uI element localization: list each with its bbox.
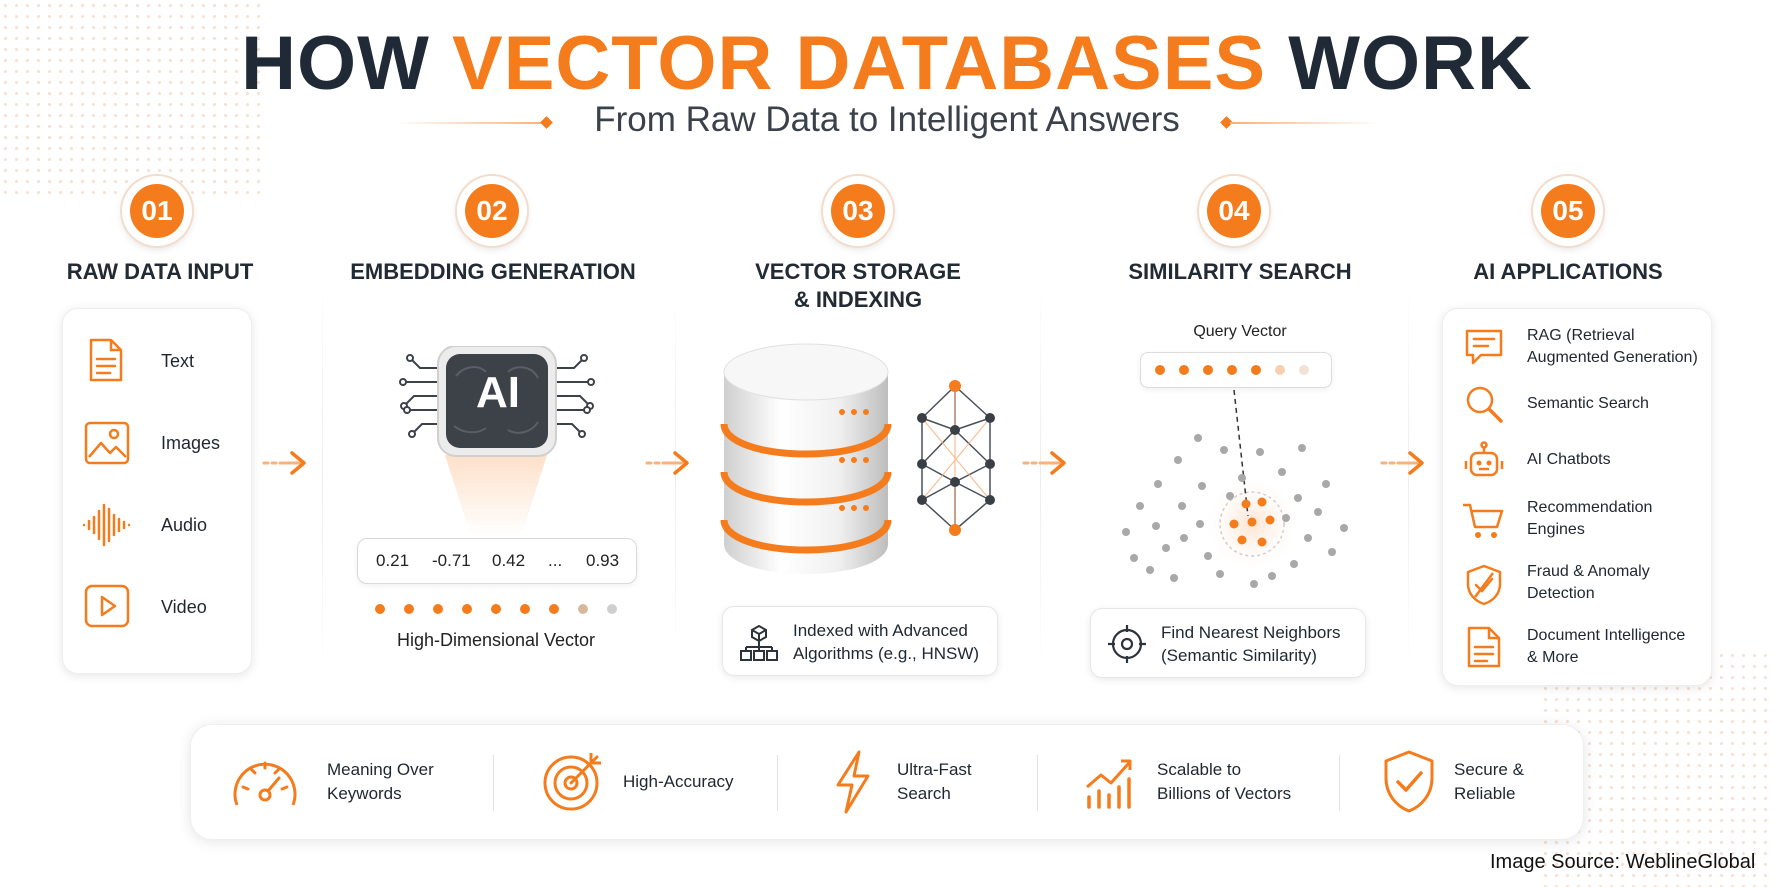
- vector-values-box: 0.21 -0.71 0.42 ... 0.93: [357, 538, 637, 584]
- step-title-raw-data: RAW DATA INPUT: [66, 259, 254, 284]
- ai-chip-label: AI: [476, 368, 520, 417]
- app-label-document: Document Intelligence: [1527, 627, 1686, 644]
- feature-separator: [493, 755, 494, 811]
- text-document-icon: [89, 338, 123, 382]
- growth-chart-icon: [1086, 759, 1132, 809]
- dot-pattern-top-left: [0, 0, 260, 200]
- database-cylinder-icon: [720, 343, 892, 574]
- target-crosshair-icon: [1108, 625, 1146, 663]
- document-icon: [1467, 626, 1501, 668]
- audio-waveform-icon: [82, 503, 131, 547]
- step-badge-04: 04: [1199, 176, 1269, 246]
- neighbors-note-line1: Find Nearest Neighbors: [1161, 623, 1341, 642]
- step-badge-01: 01: [122, 176, 192, 246]
- input-label-audio: Audio: [161, 515, 208, 535]
- subtitle-line-left: [396, 122, 546, 124]
- vector-value: 0.21: [376, 551, 410, 570]
- app-label-rag: RAG (Retrieval: [1527, 327, 1635, 344]
- page-subtitle: From Raw Data to Intelligent Answers: [594, 100, 1180, 139]
- step-badge-05: 05: [1533, 176, 1603, 246]
- app-label-recommendation: Recommendation: [1527, 499, 1653, 516]
- input-label-text: Text: [161, 351, 195, 371]
- nearest-neighbors-note: Find Nearest Neighbors (Semantic Similari…: [1090, 608, 1366, 678]
- hnsw-graph-icon: [917, 380, 995, 536]
- column-divider: [675, 280, 676, 670]
- vector-value: -0.71: [432, 551, 471, 570]
- step-badge-02: 02: [457, 176, 527, 246]
- shield-check-icon: [1384, 750, 1434, 813]
- feature-scalable-line1: Scalable to: [1157, 760, 1242, 779]
- app-label-chatbots: AI Chatbots: [1527, 451, 1611, 468]
- feature-meaning-line2: Keywords: [327, 784, 402, 803]
- column-divider: [322, 280, 323, 670]
- step-title-applications: AI APPLICATIONS: [1473, 259, 1663, 284]
- vector-space-scatter: [1122, 389, 1348, 588]
- image-icon: [84, 421, 130, 465]
- chat-message-icon: [1465, 329, 1503, 365]
- column-divider: [1040, 280, 1041, 670]
- video-play-icon: [84, 584, 130, 628]
- flow-arrow-icon: [1022, 451, 1066, 475]
- feature-separator: [1339, 755, 1340, 811]
- chatbot-robot-icon: [1464, 441, 1504, 477]
- embedding-beam: [445, 455, 547, 535]
- input-label-images: Images: [161, 433, 221, 453]
- page-title: HOW VECTOR DATABASES WORK: [241, 21, 1533, 106]
- indexing-note-line2: Algorithms (e.g., HNSW): [793, 644, 980, 663]
- feature-secure-line2: Reliable: [1454, 784, 1516, 803]
- app-label-rag-2: Augmented Generation): [1527, 349, 1698, 366]
- feature-separator: [777, 755, 778, 811]
- hierarchy-icon: [740, 624, 778, 661]
- feature-fast-line1: Ultra-Fast: [897, 760, 972, 779]
- feature-separator: [1037, 755, 1038, 811]
- search-magnifier-icon: [1466, 386, 1503, 423]
- app-label-document-2: & More: [1527, 649, 1579, 666]
- app-label-fraud-2: Detection: [1527, 585, 1595, 602]
- input-label-video: Video: [161, 597, 207, 617]
- feature-high-accuracy: High-Accuracy: [623, 772, 734, 791]
- target-bullseye-icon: [543, 753, 601, 811]
- flow-arrow-icon: [645, 451, 689, 475]
- vector-caption: High-Dimensional Vector: [396, 630, 596, 650]
- column-divider: [1408, 280, 1409, 670]
- app-label-fraud: Fraud & Anomaly: [1527, 563, 1650, 580]
- app-label-recommendation-2: Engines: [1527, 521, 1585, 538]
- image-source-credit: Image Source: WeblineGlobal: [1490, 851, 1756, 873]
- step-badge-03: 03: [823, 176, 893, 246]
- vector-dots: [375, 604, 617, 614]
- flow-arrow-icon: [262, 451, 306, 475]
- app-label-semantic-search: Semantic Search: [1527, 395, 1649, 412]
- raw-input-card: Text Images Audio Video: [62, 308, 252, 674]
- query-vector-label: Query Vector: [1193, 323, 1287, 340]
- shield-fraud-icon: [1466, 564, 1502, 606]
- subtitle-line-right: [1230, 122, 1380, 124]
- shopping-cart-icon: [1463, 503, 1504, 538]
- query-vector-box: [1140, 352, 1332, 388]
- feature-meaning-line1: Meaning Over: [327, 760, 434, 779]
- vector-value: 0.93: [586, 551, 620, 570]
- feature-fast-line2: Search: [897, 784, 951, 803]
- feature-secure-line1: Secure &: [1454, 760, 1524, 779]
- vector-ellipsis: ...: [548, 551, 563, 570]
- indexing-note-line1: Indexed with Advanced: [793, 621, 968, 640]
- flow-arrow-icon: [1380, 451, 1424, 475]
- ai-chip-circuit-icon: [399, 346, 595, 457]
- speedometer-icon: [233, 761, 297, 806]
- step-title-similarity: SIMILARITY SEARCH: [1128, 259, 1352, 284]
- step-title-storage: VECTOR STORAGE& INDEXING: [755, 259, 961, 312]
- neighbors-note-line2: (Semantic Similarity): [1161, 646, 1317, 665]
- lightning-bolt-icon: [836, 750, 870, 814]
- vector-value: 0.42: [492, 551, 526, 570]
- step-title-embedding: EMBEDDING GENERATION: [350, 259, 636, 284]
- query-vector-dots: [1155, 365, 1309, 375]
- feature-scalable-line2: Billions of Vectors: [1157, 784, 1292, 803]
